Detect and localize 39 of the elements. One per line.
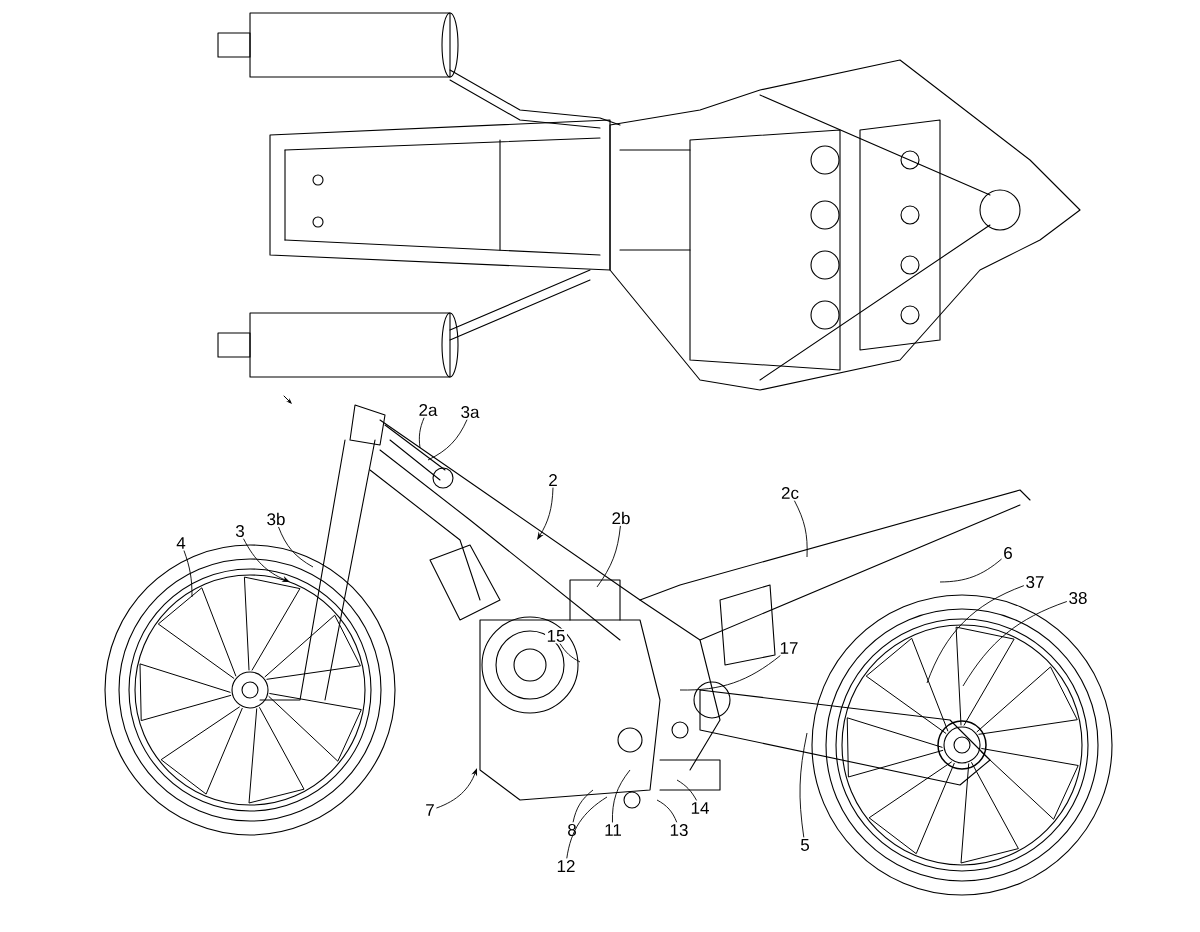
leader-line — [676, 779, 698, 801]
leader-line — [418, 417, 425, 449]
callout-number: 11 — [602, 822, 624, 838]
callout-number: 5 — [798, 837, 812, 853]
leader-line — [939, 558, 1003, 583]
leader-line — [572, 789, 594, 823]
callout-number: 6 — [1001, 545, 1015, 561]
callout-number: 3 — [233, 523, 247, 539]
callout-number: 37 — [1024, 574, 1046, 590]
callout-number: 38 — [1067, 590, 1089, 606]
leader-line — [278, 526, 314, 568]
leader-line — [596, 525, 621, 588]
leader-line — [799, 732, 808, 838]
leader-line — [427, 419, 468, 461]
callout-number: 2a — [417, 402, 439, 418]
callout-number: 4 — [174, 535, 188, 551]
leader-line — [183, 550, 193, 598]
leader-line — [962, 601, 1068, 687]
leader-line — [436, 768, 478, 809]
leader-line — [243, 538, 290, 582]
leader-line — [537, 487, 554, 540]
callout-number: 17 — [778, 640, 800, 656]
callout-number: 2b — [610, 510, 632, 526]
callout-number: 2 — [546, 472, 560, 488]
callout-number: 3b — [265, 511, 287, 527]
callout-number: 2c — [779, 485, 801, 501]
callout-number: 13 — [668, 822, 690, 838]
callout-number: 15 — [545, 628, 567, 644]
callout-number: 14 — [689, 800, 711, 816]
leader-line — [679, 655, 781, 691]
callout-number: 3a — [459, 404, 481, 420]
leader-line — [566, 796, 608, 859]
leader-line — [794, 500, 808, 558]
leader-line — [611, 769, 631, 823]
leader-line — [926, 585, 1025, 684]
callout-number: 12 — [555, 858, 577, 874]
callout-number: 7 — [423, 802, 437, 818]
leader-line — [656, 799, 678, 823]
leader-line — [559, 643, 581, 663]
